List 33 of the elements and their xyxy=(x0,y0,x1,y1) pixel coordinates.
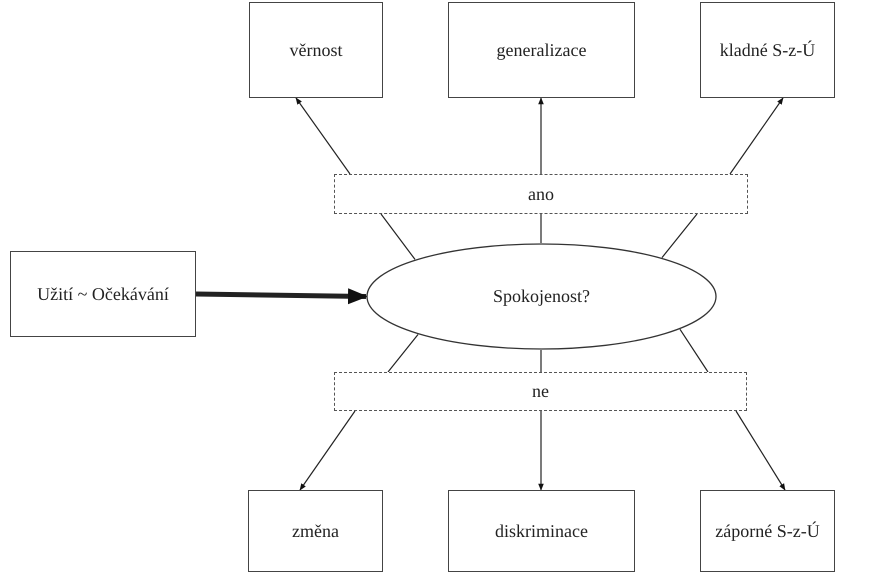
node-label: diskriminace xyxy=(494,520,589,543)
process-box xyxy=(248,490,383,572)
node-label: věrnost xyxy=(288,38,344,62)
outcome-box xyxy=(334,372,747,411)
node-label: generalizace xyxy=(496,38,588,62)
arrow xyxy=(735,410,786,491)
connector-line xyxy=(380,214,416,260)
arrow xyxy=(538,97,544,174)
node-label: změna xyxy=(291,520,340,543)
arrow xyxy=(300,410,356,491)
connector-line xyxy=(662,214,698,258)
process-box xyxy=(448,2,635,98)
process-box xyxy=(249,2,383,98)
connector-line xyxy=(540,350,542,372)
process-box xyxy=(700,2,835,98)
node-label: záporné S-z-Ú xyxy=(714,520,821,543)
connector-line xyxy=(388,334,418,372)
arrow xyxy=(730,97,784,174)
decision-ellipse xyxy=(366,243,717,350)
connector-line xyxy=(540,214,542,243)
connector-line xyxy=(680,329,708,372)
process-box xyxy=(448,490,635,572)
node-label: Užití ~ Očekávání xyxy=(36,282,170,306)
node-label: ne xyxy=(531,380,550,404)
process-box xyxy=(10,251,196,337)
node-label: Spokojenost? xyxy=(492,285,591,308)
node-label: kladné S-z-Ú xyxy=(718,38,816,62)
arrow xyxy=(538,411,544,491)
arrow xyxy=(196,288,368,304)
node-label: ano xyxy=(527,182,555,206)
arrow xyxy=(296,97,350,174)
outcome-box xyxy=(334,174,748,214)
process-box xyxy=(700,490,835,572)
